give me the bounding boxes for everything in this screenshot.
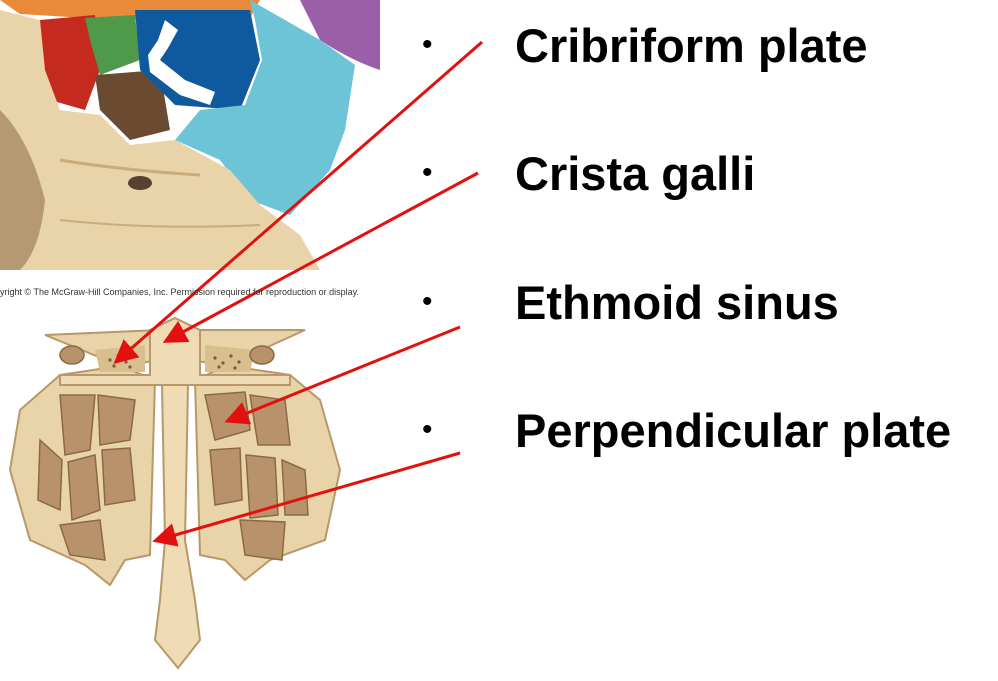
bullet-cribriform: • — [422, 28, 433, 61]
ethmoid-bone-illustration — [8, 316, 342, 670]
bullet-ethmoid: • — [422, 285, 433, 318]
arrow-perpendicular-plate — [152, 451, 461, 547]
arrow-ethmoid-sinus — [224, 325, 461, 425]
label-perpendicular-plate: Perpendicular plate — [515, 404, 952, 457]
label-ethmoid-sinus: Ethmoid sinus — [515, 276, 839, 329]
skull-orbit-illustration — [0, 0, 380, 270]
bullet-crista: • — [422, 156, 433, 189]
label-cribriform-plate: Cribriform plate — [515, 19, 868, 72]
arrow-crista-galli — [162, 171, 479, 343]
copyright-notice: yright © The McGraw-Hill Companies, Inc.… — [0, 287, 359, 297]
label-crista-galli: Crista galli — [515, 147, 756, 200]
bullet-perpendicular: • — [422, 413, 433, 446]
arrow-cribriform-plate — [113, 40, 483, 364]
